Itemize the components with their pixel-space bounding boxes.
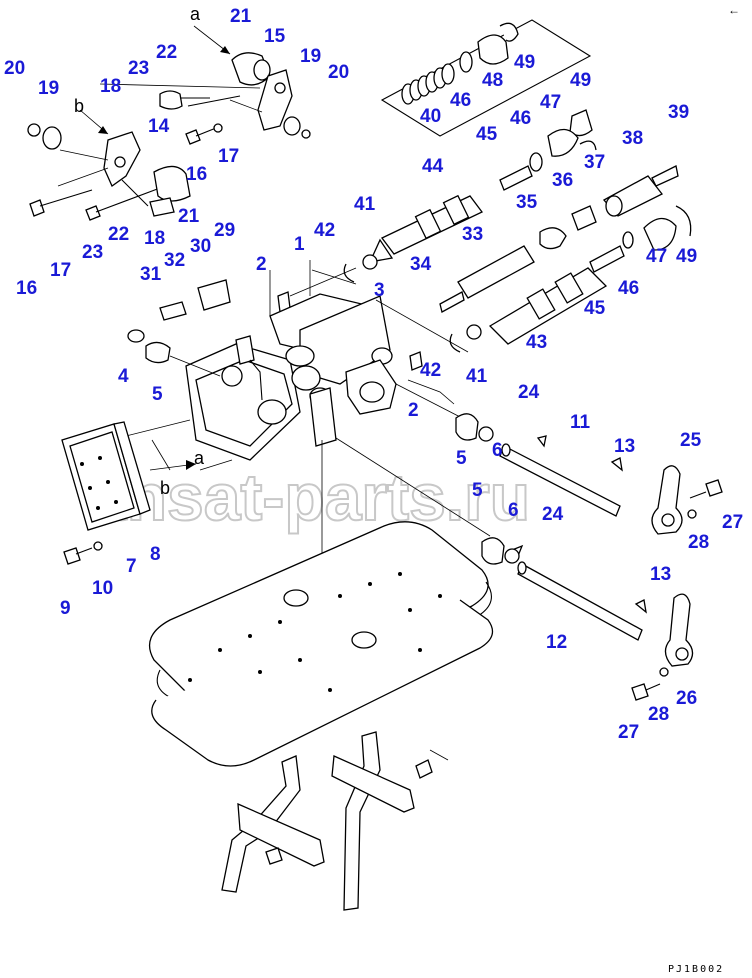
callout-label: 30 — [190, 236, 211, 257]
callout-label: 3 — [374, 280, 385, 301]
callout-label: 2 — [256, 254, 267, 275]
callout-label: 25 — [680, 430, 702, 451]
callout-label: 34 — [410, 254, 432, 275]
callout-label: 33 — [462, 224, 483, 245]
callout-label: 48 — [482, 70, 503, 91]
callout-label: 42 — [420, 360, 441, 381]
callout-label: 5 — [456, 448, 467, 469]
lever-25 — [651, 465, 723, 535]
corner-mark: ← — [728, 3, 740, 17]
callout-label: 23 — [128, 58, 149, 79]
callout-label: 36 — [552, 170, 573, 191]
callout-label: 18 — [144, 228, 165, 249]
callout-label: 40 — [420, 106, 441, 127]
callout-label: 46 — [618, 278, 639, 299]
callout-label: 28 — [648, 704, 669, 725]
callout-label: 22 — [108, 224, 129, 245]
shaft-11 — [499, 435, 623, 517]
callout-label: 20 — [328, 62, 349, 83]
callout-label: 35 — [516, 192, 538, 213]
callout-label: 39 — [668, 102, 689, 123]
callout-label: 16 — [186, 164, 207, 185]
cover-plate — [61, 421, 197, 565]
callout-label: 45 — [584, 298, 606, 319]
callout-label: 49 — [676, 246, 697, 267]
callout-label: b — [74, 96, 84, 116]
callout-label: 15 — [264, 26, 286, 47]
callout-label: 12 — [546, 632, 567, 653]
spool-43 — [439, 205, 692, 345]
shaft-12 — [510, 544, 647, 641]
watermark-text: ansat-parts.ru — [90, 460, 530, 534]
bushings — [455, 413, 520, 565]
callout-label: 19 — [300, 46, 321, 67]
callout-label: 41 — [466, 366, 488, 387]
callout-label: a — [194, 448, 205, 468]
callout-label: 43 — [526, 332, 547, 353]
suction-tubes — [221, 731, 449, 911]
callout-label: 17 — [218, 146, 239, 167]
lever-assembly-top — [99, 52, 311, 145]
callout-label: 45 — [476, 124, 498, 145]
callout-label: 24 — [542, 504, 564, 525]
callout-label: 21 — [178, 206, 200, 227]
spool-38 — [571, 165, 679, 231]
callout-label: 37 — [584, 152, 605, 173]
callout-label: 47 — [540, 92, 561, 113]
callout-label: 16 — [16, 278, 37, 299]
callout-label: 1 — [294, 234, 305, 255]
callout-label: 11 — [570, 412, 591, 433]
callout-label: 4 — [118, 366, 129, 387]
callout-labels: 20 19 b 14 18 23 22 a 21 15 19 20 17 16 … — [4, 4, 743, 743]
callout-label: 20 — [4, 58, 25, 79]
callout-label: 26 — [676, 688, 697, 709]
callout-label: 41 — [354, 194, 376, 215]
callout-label: 8 — [150, 544, 161, 565]
oil-pan — [149, 521, 494, 767]
callout-label: 49 — [570, 70, 591, 91]
spool-group-top-right — [380, 19, 597, 191]
callout-label: 5 — [472, 480, 483, 501]
callout-label: 23 — [82, 242, 103, 263]
callout-label: 21 — [230, 6, 252, 27]
callout-label: 22 — [156, 42, 177, 63]
callout-label: 7 — [126, 556, 137, 577]
callout-label: 18 — [100, 76, 121, 97]
callout-label: 2 — [408, 400, 419, 421]
callout-label: 17 — [50, 260, 71, 281]
callout-label: 29 — [214, 220, 235, 241]
callout-label: 42 — [314, 220, 335, 241]
spool-44 — [368, 194, 483, 263]
callout-label: 13 — [650, 564, 671, 585]
callout-label: 38 — [622, 128, 643, 149]
callout-label: 44 — [422, 156, 444, 177]
callout-label: a — [190, 4, 201, 24]
callout-label: 14 — [148, 116, 170, 137]
callout-label: 46 — [450, 90, 471, 111]
callout-label: 10 — [92, 578, 113, 599]
callout-label: 24 — [518, 382, 540, 403]
callout-label: 47 — [646, 246, 667, 267]
callout-label: 46 — [510, 108, 531, 129]
callout-label: 32 — [164, 250, 185, 271]
lever-assembly-left — [27, 25, 231, 221]
callout-label: 27 — [722, 512, 743, 533]
callout-label: b — [160, 478, 170, 498]
callout-label: 13 — [614, 436, 635, 457]
callout-label: 6 — [492, 440, 503, 461]
lever-26 — [631, 593, 694, 701]
callout-label: 27 — [618, 722, 639, 743]
drawing-code: PJ1B002 — [668, 964, 724, 975]
callout-label: 6 — [508, 500, 519, 521]
callout-label: 19 — [38, 78, 59, 99]
callout-label: 31 — [140, 264, 162, 285]
valve-body — [169, 260, 397, 461]
callout-label: 28 — [688, 532, 709, 553]
callout-label: 9 — [60, 598, 71, 619]
callout-label: 49 — [514, 52, 535, 73]
callout-label: 5 — [152, 384, 163, 405]
